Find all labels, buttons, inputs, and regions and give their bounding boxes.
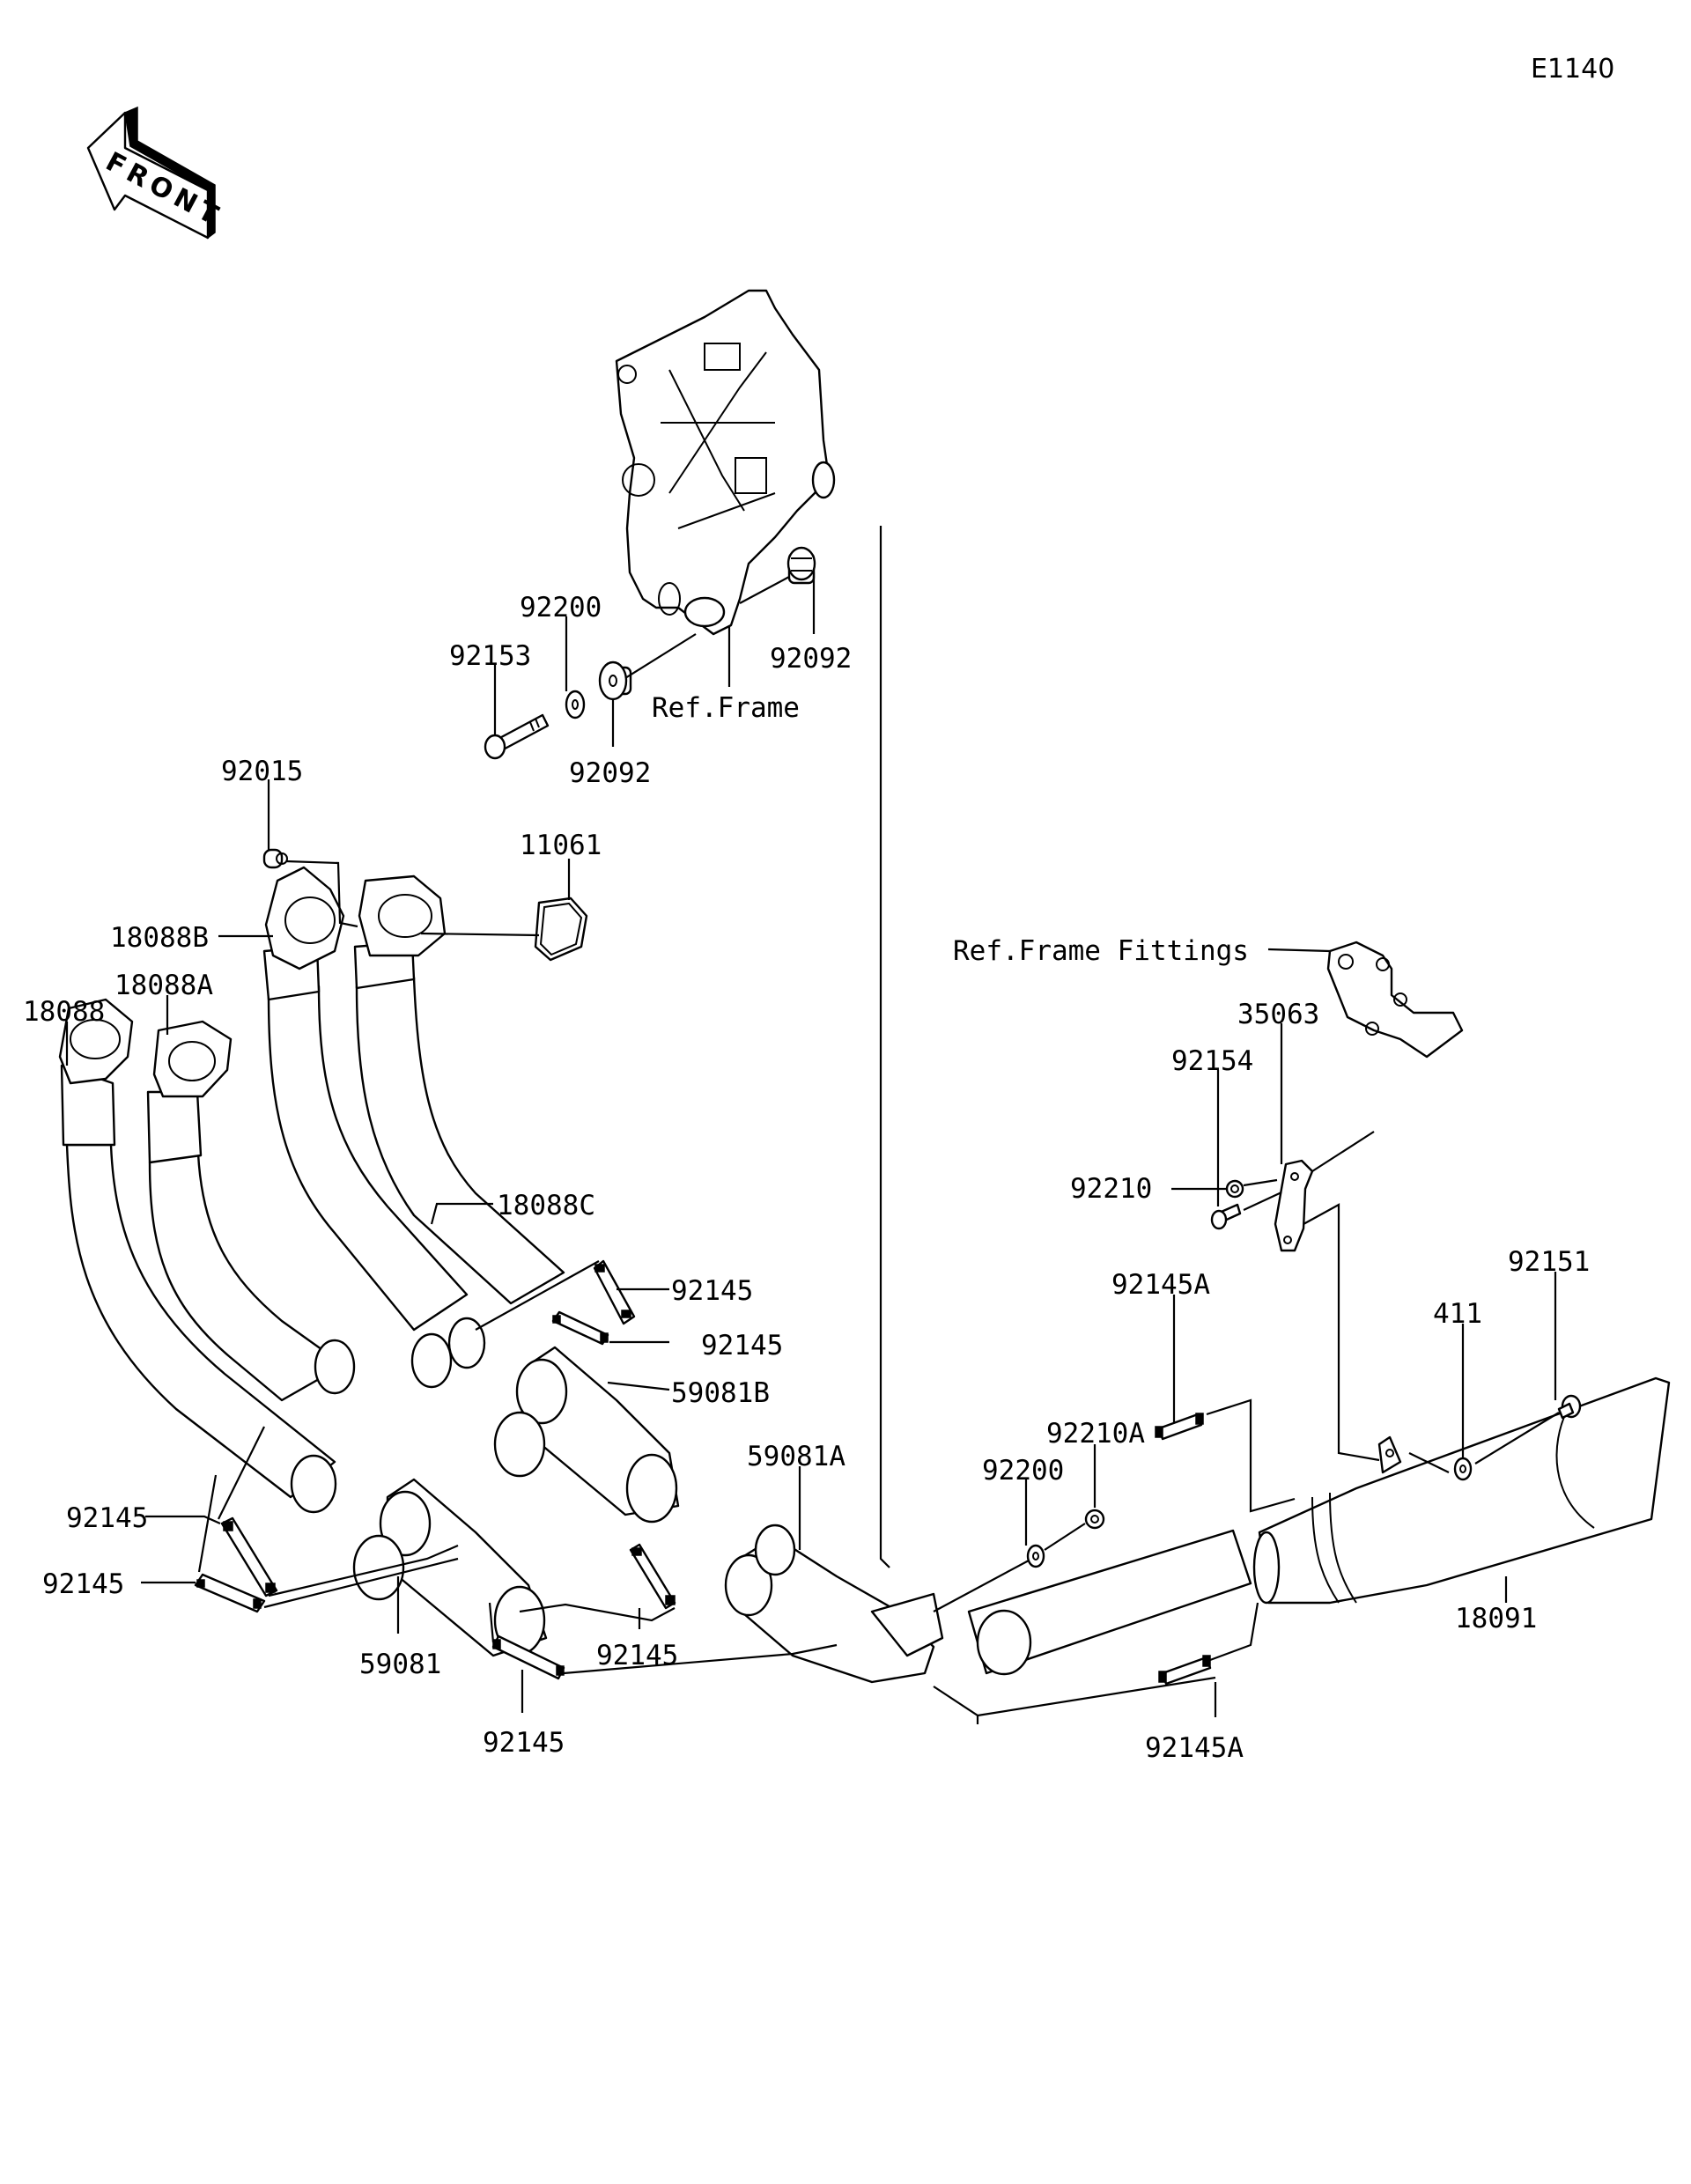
callout-92151: 92151 — [1508, 1246, 1590, 1278]
spring-92145-a — [593, 1259, 636, 1325]
callout-18088: 18088 — [23, 996, 105, 1028]
callout-92154: 92154 — [1171, 1045, 1253, 1077]
mid-pipe — [967, 1529, 1252, 1676]
callout-18088B: 18088B — [110, 922, 209, 954]
spring-92145A-bottom — [1158, 1655, 1212, 1686]
bracket-35063 — [1274, 1159, 1314, 1252]
spring-92145-left1 — [220, 1516, 278, 1597]
callout-92145A-top: 92145A — [1111, 1269, 1210, 1301]
diagram-code: E1140 — [1531, 54, 1614, 85]
callout-92210: 92210 — [1070, 1173, 1152, 1205]
callout-92145-left1: 92145 — [66, 1502, 148, 1534]
nut-92210A — [1084, 1509, 1105, 1530]
muffler-18091 — [1252, 1376, 1671, 1605]
callout-92145-left2: 92145 — [42, 1568, 124, 1600]
callout-59081: 59081 — [359, 1649, 441, 1680]
collar-92015 — [262, 848, 288, 869]
callout-11061: 11061 — [520, 830, 602, 861]
spring-92145A-top — [1155, 1413, 1204, 1441]
callout-59081A: 59081A — [747, 1441, 846, 1472]
bushing-92092-lower — [598, 660, 632, 701]
callout-92015: 92015 — [221, 756, 303, 787]
collector-59081A — [724, 1524, 944, 1684]
callout-92145-mid: 92145 — [596, 1640, 678, 1671]
spring-92145-mid — [629, 1543, 676, 1610]
callout-411: 411 — [1433, 1298, 1482, 1330]
callout-92092-lower: 92092 — [569, 757, 651, 789]
frame-fittings-part — [1326, 941, 1464, 1059]
callout-18088A: 18088A — [114, 970, 213, 1001]
bolt-92151 — [1557, 1394, 1582, 1420]
spring-92145-left2 — [194, 1573, 266, 1613]
callout-92145-bottom: 92145 — [483, 1727, 565, 1759]
callout-92145-b: 92145 — [701, 1330, 783, 1361]
callout-92153: 92153 — [449, 640, 531, 672]
ref-frame-label: Ref.Frame — [652, 692, 800, 724]
front-arrow-icon: FRONT — [86, 106, 227, 240]
bolt-92153 — [484, 713, 550, 760]
callout-59081B: 59081B — [671, 1377, 770, 1409]
header-pipe-18088 — [58, 998, 337, 1514]
callout-92210A: 92210A — [1046, 1418, 1145, 1450]
callout-92145-a: 92145 — [671, 1275, 753, 1307]
callout-18091: 18091 — [1455, 1603, 1537, 1634]
washer-92200-mid — [1026, 1544, 1045, 1568]
callout-92200-top: 92200 — [520, 592, 602, 623]
callout-35063: 35063 — [1237, 999, 1319, 1030]
ref-frame-fittings-label: Ref.Frame Fittings — [953, 935, 1249, 967]
callout-92200-mid: 92200 — [982, 1455, 1064, 1487]
spring-92145-b — [551, 1310, 609, 1346]
callout-92145A-bottom: 92145A — [1145, 1732, 1244, 1764]
frame-bracket-part — [615, 289, 836, 636]
collector-59081B — [493, 1346, 680, 1524]
spring-92145-bottom — [491, 1634, 565, 1680]
header-pipe-18088B — [262, 866, 469, 1389]
washer-411 — [1453, 1457, 1473, 1481]
bushing-92092-right — [786, 546, 816, 585]
washer-92200 — [565, 690, 586, 719]
bolt-92154 — [1210, 1203, 1242, 1230]
collector-59081 — [352, 1478, 548, 1657]
nut-92210 — [1225, 1179, 1244, 1199]
callout-18088C: 18088C — [497, 1190, 595, 1221]
header-pipe-18088A — [146, 1020, 356, 1402]
leader-lines — [65, 526, 1560, 1724]
header-pipe-18088C — [353, 874, 565, 1369]
callout-92092-right: 92092 — [770, 643, 852, 675]
